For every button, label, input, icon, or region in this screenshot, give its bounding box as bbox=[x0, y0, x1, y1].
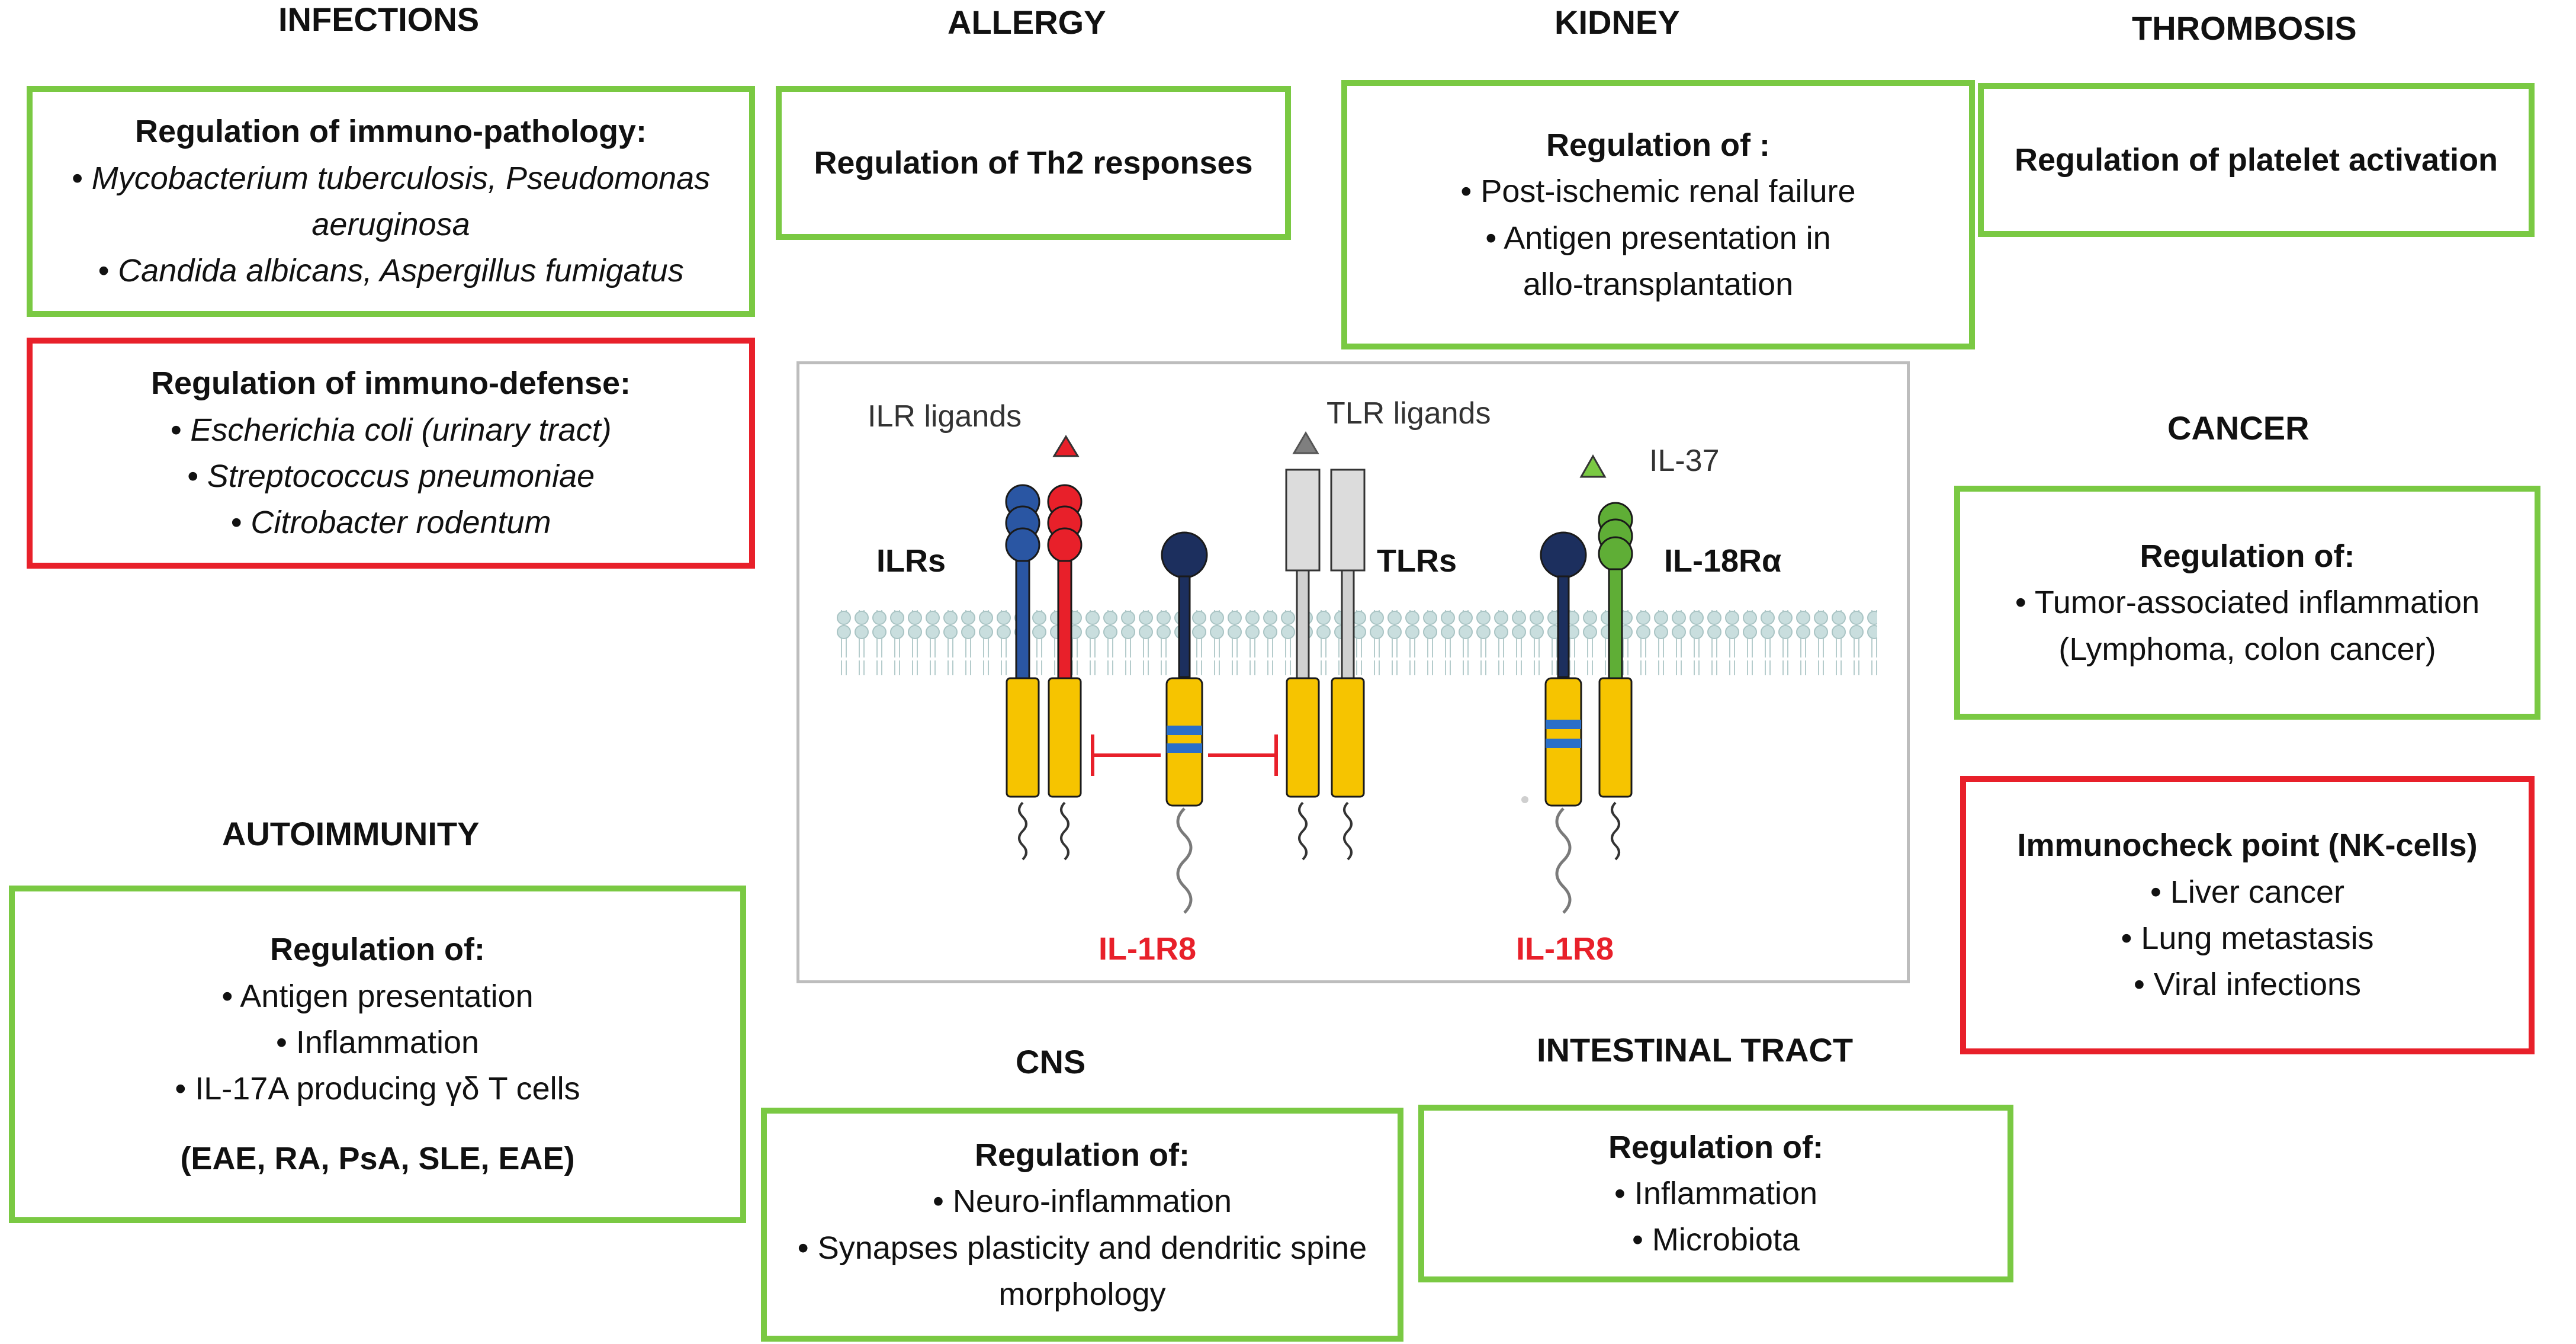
autoimmunity-line4: (EAE, RA, PsA, SLE, EAE) bbox=[180, 1141, 575, 1177]
cancer-box: Regulation of: • Tumor-associated inflam… bbox=[1954, 486, 2540, 720]
thrombosis-text: Regulation of platelet activation bbox=[2014, 142, 2498, 178]
il1r8-left-label: IL-1R8 bbox=[1099, 931, 1196, 967]
cns-line1: • Neuro-inflammation bbox=[932, 1183, 1232, 1220]
ilr-blue-receptor bbox=[1005, 484, 1040, 861]
kidney-box: Regulation of : • Post-ischemic renal fa… bbox=[1341, 80, 1975, 349]
autoimmunity-box: Regulation of: • Antigen presentation • … bbox=[9, 886, 746, 1223]
autoimmunity-title: Regulation of: bbox=[270, 932, 485, 968]
cns-line3: morphology bbox=[998, 1276, 1166, 1312]
cns-title: Regulation of: bbox=[975, 1137, 1190, 1173]
thrombosis-box: Regulation of platelet activation bbox=[1978, 83, 2535, 237]
heading-cancer: CANCER bbox=[2167, 409, 2310, 447]
allergy-box: Regulation of Th2 responses bbox=[776, 86, 1291, 240]
tlrs-label: TLRs bbox=[1377, 543, 1457, 579]
il18ra-receptor bbox=[1598, 502, 1633, 861]
il37-triangle bbox=[1579, 454, 1607, 478]
il1r8-right-receptor bbox=[1521, 531, 1587, 914]
heading-kidney: KIDNEY bbox=[1554, 4, 1680, 41]
il18ra-label: IL-18Rα bbox=[1664, 543, 1781, 579]
autoimmunity-line1: • Antigen presentation bbox=[221, 978, 534, 1014]
cell-membrane bbox=[835, 610, 1877, 675]
intestinal-title: Regulation of: bbox=[1608, 1129, 1823, 1165]
infections-pathology-line2: aeruginosa bbox=[311, 207, 470, 242]
kidney-title: Regulation of : bbox=[1546, 127, 1770, 163]
immunocheck-box: Immunocheck point (NK-cells) • Liver can… bbox=[1960, 776, 2535, 1054]
kidney-line3: allo-transplantation bbox=[1523, 266, 1794, 302]
heading-intestinal: INTESTINAL TRACT bbox=[1537, 1031, 1854, 1069]
il1r8-right-label: IL-1R8 bbox=[1516, 931, 1614, 967]
infections-pathology-box: Regulation of immuno-pathology: • Mycoba… bbox=[27, 86, 755, 317]
inhibition-arrow-right bbox=[1208, 734, 1278, 776]
heading-thrombosis: THROMBOSIS bbox=[2132, 9, 2357, 47]
kidney-line1: • Post-ischemic renal failure bbox=[1460, 174, 1856, 210]
immunocheck-title: Immunocheck point (NK-cells) bbox=[2017, 827, 2478, 864]
heading-autoimmunity: AUTOIMMUNITY bbox=[222, 815, 480, 852]
il37-label: IL-37 bbox=[1649, 444, 1720, 478]
heading-infections: INFECTIONS bbox=[278, 1, 480, 38]
allergy-text: Regulation of Th2 responses bbox=[814, 145, 1253, 181]
receptor-diagram: ILR ligands TLR ligands IL-37 ILRs TLRs … bbox=[835, 396, 1877, 967]
cancer-line1: • Tumor-associated inflammation bbox=[2015, 585, 2480, 621]
ilrs-label: ILRs bbox=[876, 543, 946, 579]
intestinal-box: Regulation of: • Inflammation • Microbio… bbox=[1418, 1105, 2013, 1282]
receptor-diagram-panel: ILR ligands TLR ligands IL-37 ILRs TLRs … bbox=[796, 361, 1910, 983]
tlr-receptor-left bbox=[1285, 469, 1321, 861]
infections-pathology-line1: • Mycobacterium tuberculosis, Pseudomona… bbox=[71, 160, 711, 196]
inhibition-arrow-left bbox=[1091, 734, 1161, 776]
infections-defense-box: Regulation of immuno-defense: • Escheric… bbox=[27, 338, 755, 569]
immunocheck-line2: • Lung metastasis bbox=[2121, 920, 2374, 956]
cns-box: Regulation of: • Neuro-inflammation • Sy… bbox=[761, 1108, 1403, 1342]
tlr-receptor-right bbox=[1330, 469, 1366, 861]
il1r8-center-receptor bbox=[1161, 531, 1208, 914]
ilr-ligands-label: ILR ligands bbox=[868, 399, 1022, 434]
ilr-red-receptor bbox=[1047, 484, 1083, 861]
kidney-line2: • Antigen presentation in bbox=[1485, 220, 1831, 256]
autoimmunity-line3: • IL-17A producing γδ T cells bbox=[175, 1071, 580, 1107]
infections-defense-title: Regulation of immuno-defense: bbox=[151, 365, 631, 402]
infections-pathology-line3: • Candida albicans, Aspergillus fumigatu… bbox=[98, 253, 684, 289]
cancer-line2: (Lymphoma, colon cancer) bbox=[2058, 631, 2436, 667]
heading-cns: CNS bbox=[1016, 1043, 1086, 1080]
cancer-title: Regulation of: bbox=[2140, 538, 2355, 575]
tlr-ligand-triangle bbox=[1292, 431, 1319, 454]
infections-pathology-title: Regulation of immuno-pathology: bbox=[135, 114, 647, 150]
intestinal-line2: • Microbiota bbox=[1632, 1222, 1800, 1258]
immunocheck-line1: • Liver cancer bbox=[2150, 874, 2345, 910]
immunocheck-line3: • Viral infections bbox=[2133, 967, 2362, 1003]
heading-allergy: ALLERGY bbox=[947, 4, 1106, 41]
cns-line2: • Synapses plasticity and dendritic spin… bbox=[797, 1230, 1367, 1266]
infections-defense-line1: • Escherichia coli (urinary tract) bbox=[170, 412, 612, 448]
intestinal-line1: • Inflammation bbox=[1614, 1175, 1818, 1211]
infections-defense-line3: • Citrobacter rodentum bbox=[230, 505, 551, 541]
ilr-ligand-triangle bbox=[1052, 435, 1080, 457]
tlr-ligands-label: TLR ligands bbox=[1326, 396, 1491, 431]
infections-defense-line2: • Streptococcus pneumoniae bbox=[187, 458, 595, 494]
autoimmunity-line2: • Inflammation bbox=[275, 1024, 480, 1060]
